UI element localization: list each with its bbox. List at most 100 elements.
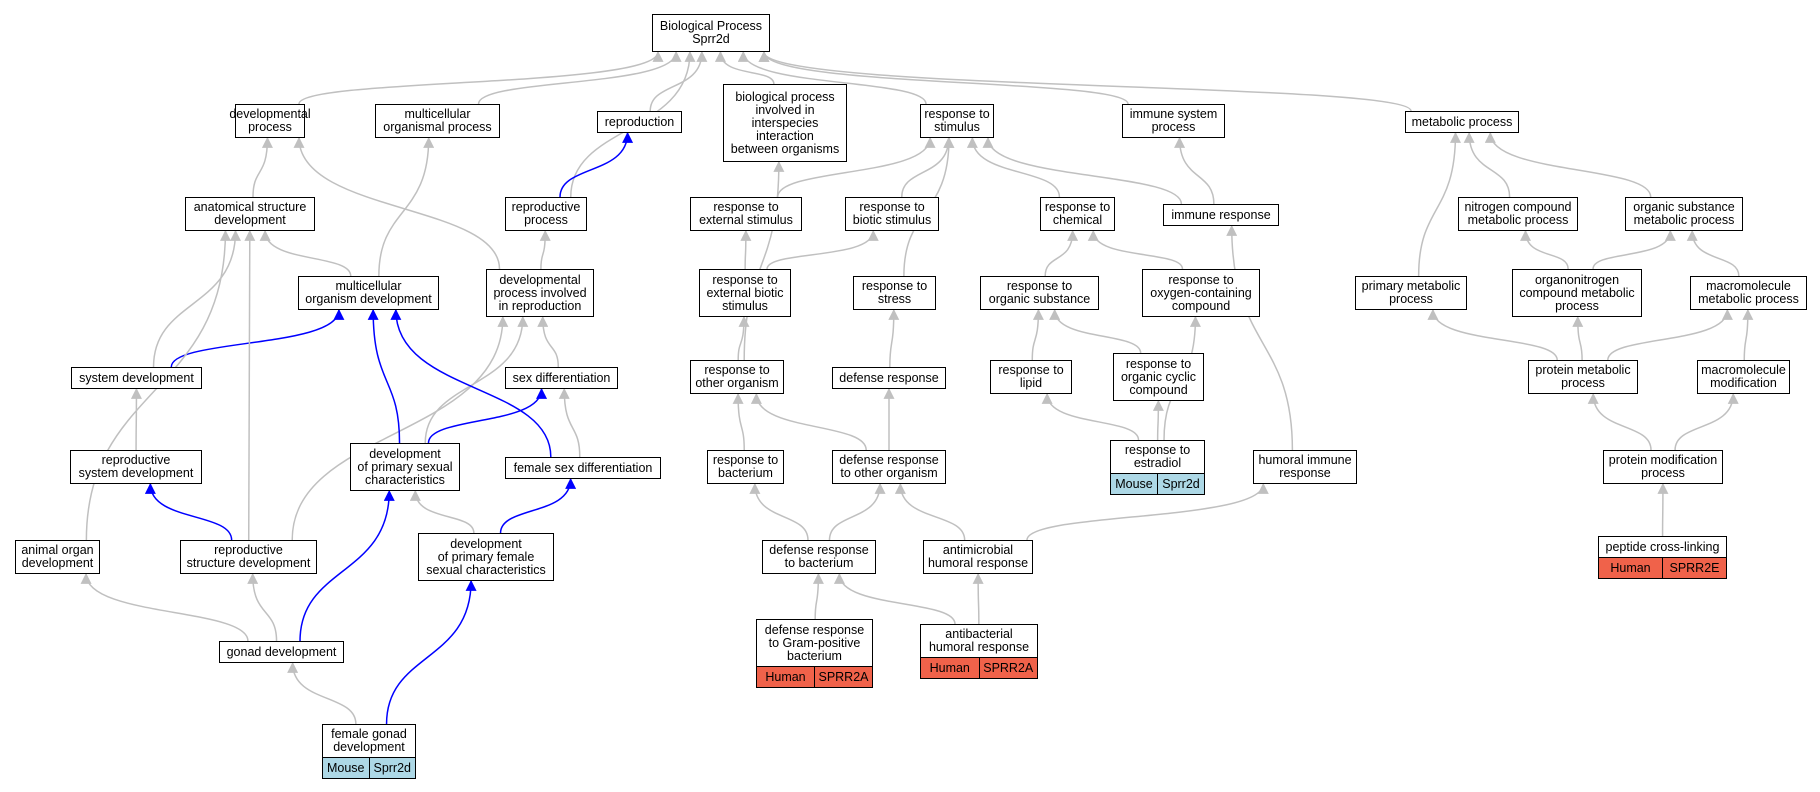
is-a-edge	[424, 315, 529, 444]
go-term-rp[interactable]: reproductive process	[505, 197, 587, 231]
go-term-droo[interactable]: defense response to other organism	[832, 450, 946, 484]
go-term-mop[interactable]: multicellular organismal process	[375, 104, 500, 138]
go-term-rsd[interactable]: reproductive system development	[70, 450, 202, 484]
gene-label: Sprr2d	[368, 758, 416, 778]
go-term-label: development of primary female sexual cha…	[426, 536, 546, 577]
go-term-rb[interactable]: response to bacterium	[707, 450, 784, 484]
go-term-label: nitrogen compound metabolic process	[1464, 200, 1572, 227]
go-term-repro[interactable]: reproduction	[597, 111, 682, 133]
go-term-mmp[interactable]: macromolecule metabolic process	[1690, 276, 1807, 310]
is-a-edge	[766, 229, 879, 270]
is-a-edge	[894, 482, 966, 541]
is-a-edge	[559, 131, 634, 198]
is-a-edge	[1087, 229, 1184, 270]
go-term-ncmp[interactable]: nitrogen compound metabolic process	[1458, 197, 1578, 231]
go-term-meta[interactable]: metabolic process	[1405, 111, 1519, 133]
gene-annotation: Mouse Sprr2d	[1111, 473, 1204, 494]
go-term-label: reproduction	[604, 114, 675, 129]
go-term-dev[interactable]: developmental process	[229, 104, 311, 138]
go-term-ocmp[interactable]: organonitrogen compound metabolic proces…	[1512, 269, 1642, 317]
go-term-hir[interactable]: humoral immune response	[1253, 450, 1357, 484]
go-term-ros[interactable]: response to organic substance	[980, 276, 1099, 310]
go-term-rebs[interactable]: response to external biotic stimulus	[699, 269, 791, 317]
go-term-osmp[interactable]: organic substance metabolic process	[1625, 197, 1743, 231]
go-term-label: response to chemical	[1044, 200, 1111, 227]
go-term-dpsc[interactable]: development of primary sexual characteri…	[350, 443, 460, 491]
is-a-edge	[966, 136, 1061, 198]
go-term-label: defense response to other organism	[839, 453, 939, 480]
go-term-aod[interactable]: animal organ development	[15, 540, 100, 574]
is-a-edge	[252, 136, 273, 198]
go-term-bpis[interactable]: biological process involved in interspec…	[723, 84, 847, 162]
is-a-edge	[427, 387, 548, 444]
go-term-rbs[interactable]: response to biotic stimulus	[845, 197, 939, 231]
go-term-isp[interactable]: immune system process	[1122, 104, 1225, 138]
go-term-roo[interactable]: response to other organism	[690, 360, 784, 394]
go-term-mod[interactable]: multicellular organism development	[298, 276, 439, 310]
go-term-sexd[interactable]: sex differentiation	[505, 367, 618, 389]
go-term-res[interactable]: response to external stimulus	[690, 197, 802, 231]
is-a-edge	[1572, 315, 1584, 361]
is-a-edge	[244, 229, 256, 541]
go-term-rocc[interactable]: response to oxygen-containing compound	[1142, 269, 1260, 317]
go-term-gd[interactable]: gonad development	[219, 641, 344, 663]
is-a-edge	[499, 477, 577, 534]
go-term-dpir[interactable]: developmental process involved in reprod…	[486, 269, 594, 317]
go-term-fsd[interactable]: female sex differentiation	[505, 457, 661, 479]
go-term-dr[interactable]: defense response	[832, 367, 946, 389]
go-term-asd[interactable]: anatomical structure development	[185, 197, 315, 231]
species-label: Mouse	[1115, 476, 1153, 491]
go-term-label: response to other organism	[695, 363, 779, 390]
go-term-pm[interactable]: protein modification process	[1603, 450, 1723, 484]
go-term-rstr[interactable]: response to stress	[853, 276, 936, 310]
go-term-label: response to external biotic stimulus	[706, 272, 784, 313]
is-a-edge	[749, 482, 809, 541]
is-a-edge	[367, 308, 401, 444]
is-a-edge	[1041, 392, 1140, 441]
go-term-root[interactable]: Biological Process Sprr2d	[652, 14, 770, 52]
go-term-label: response to external stimulus	[699, 200, 793, 227]
go-term-sd[interactable]: system development	[71, 367, 202, 389]
go-term-label: antibacterial humoral response	[928, 627, 1030, 654]
gene-label: SPRR2E	[1662, 558, 1726, 578]
go-term-prmp[interactable]: protein metabolic process	[1528, 360, 1638, 394]
go-term-label: reproductive process	[511, 200, 581, 227]
go-term-ir[interactable]: immune response	[1163, 204, 1279, 226]
go-term-label: animal organ development	[21, 543, 94, 570]
go-term-drgp[interactable]: defense response to Gram-positive bacter…	[756, 619, 873, 688]
go-term-mm[interactable]: macromolecule modification	[1697, 360, 1790, 394]
is-a-edge	[144, 482, 233, 541]
go-term-rstd[interactable]: reproductive structure development	[180, 540, 317, 574]
go-term-rch[interactable]: response to chemical	[1040, 197, 1115, 231]
go-term-label: macromolecule modification	[1701, 363, 1786, 390]
go-term-label: developmental process involved in reprod…	[493, 272, 587, 313]
go-term-ahr[interactable]: antimicrobial humoral response	[923, 540, 1033, 574]
go-term-rstim[interactable]: response to stimulus	[920, 104, 994, 138]
is-a-edge	[1587, 392, 1652, 451]
is-a-edge	[1031, 308, 1044, 361]
is-a-edge	[888, 308, 900, 368]
is-a-edge	[1520, 229, 1569, 270]
is-a-edge	[737, 50, 927, 105]
is-a-edge	[758, 50, 1412, 112]
gene-label: Sprr2d	[1157, 474, 1204, 494]
go-term-drb[interactable]: defense response to bacterium	[762, 540, 876, 574]
is-a-edge	[477, 50, 682, 105]
is-a-edge	[1174, 136, 1215, 205]
go-term-label: Biological Process Sprr2d	[659, 19, 763, 46]
go-term-rcyc[interactable]: response to organic cyclic compound	[1113, 353, 1204, 401]
is-a-edge	[558, 387, 581, 458]
go-term-label: organic substance metabolic process	[1633, 200, 1735, 227]
go-term-rl[interactable]: response to lipid	[990, 360, 1072, 394]
is-a-edge	[80, 572, 249, 642]
go-term-dpfsc[interactable]: development of primary female sexual cha…	[418, 533, 554, 581]
go-term-pmp[interactable]: primary metabolic process	[1355, 276, 1467, 310]
is-a-edge	[1026, 482, 1269, 541]
is-a-edge	[901, 136, 955, 198]
